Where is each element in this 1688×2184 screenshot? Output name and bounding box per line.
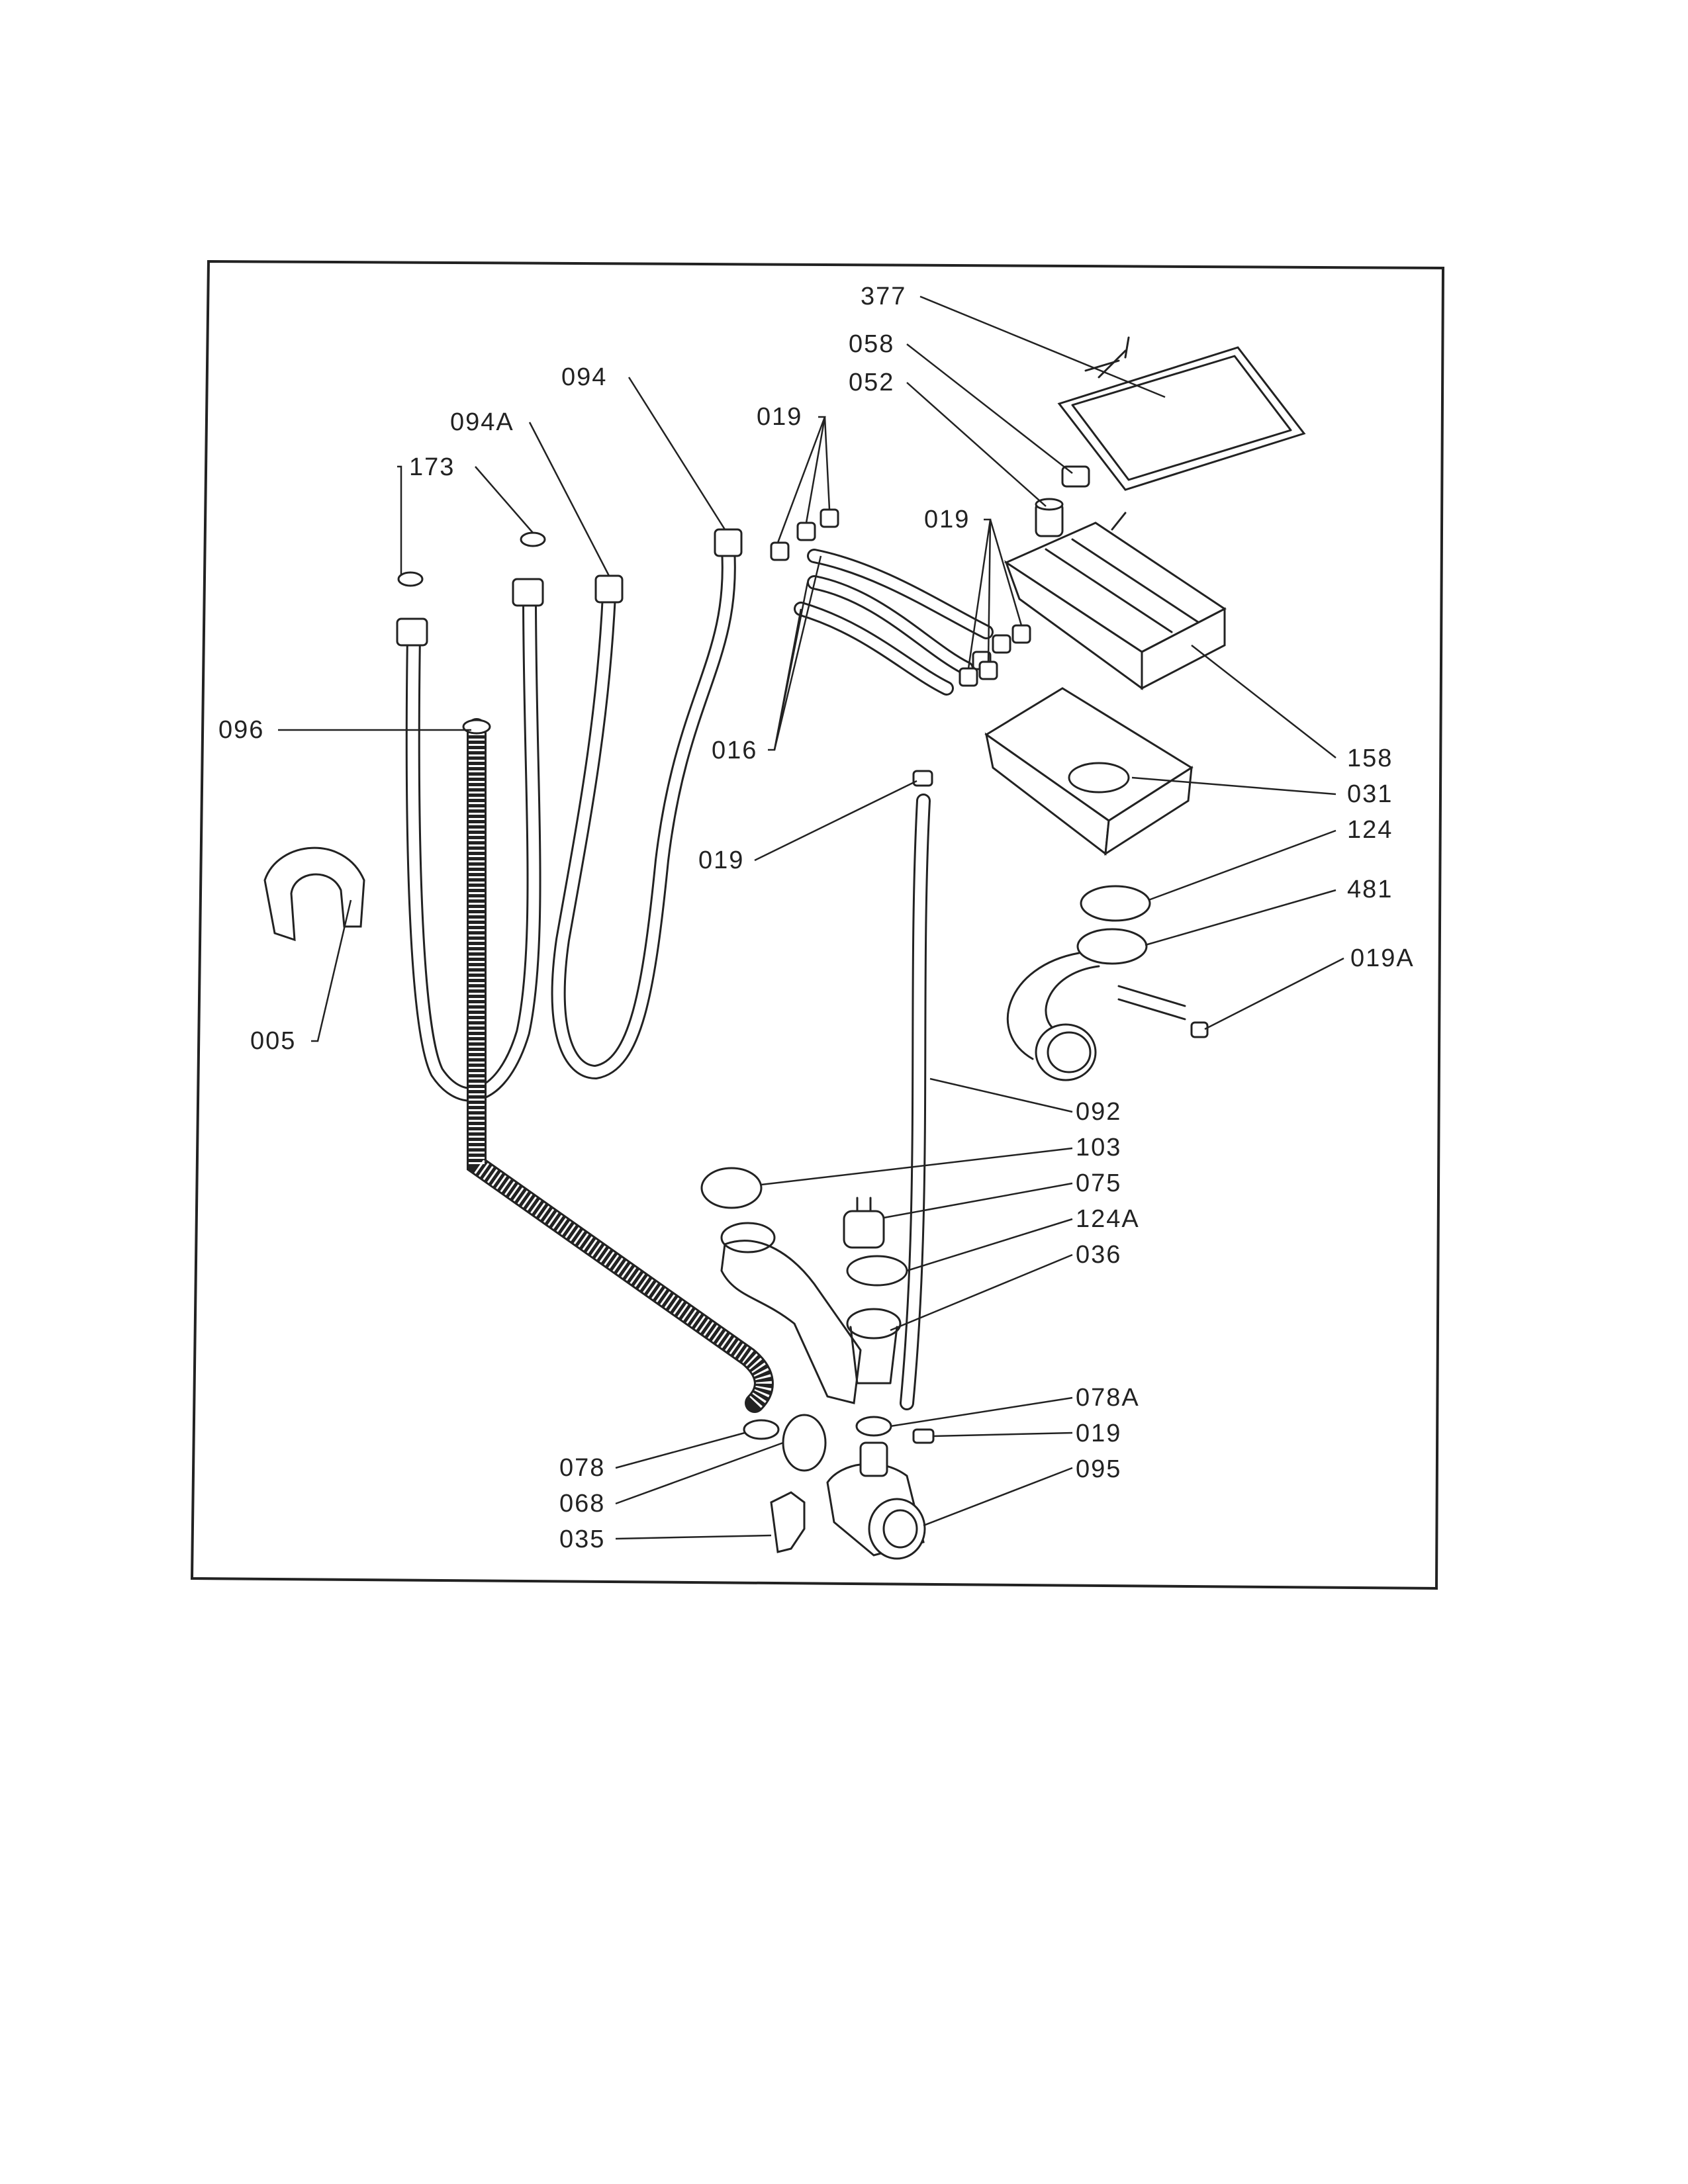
label-078: 078 <box>559 1454 605 1482</box>
small-clip-019-lower <box>912 1428 935 1444</box>
label-019A: 019A <box>1350 944 1415 972</box>
bellows-clamp <box>1080 885 1151 922</box>
dispenser-drawer <box>1004 512 1227 690</box>
bellows-gasket <box>1076 928 1148 965</box>
label-078A: 078A <box>1076 1384 1140 1412</box>
label-377: 377 <box>861 283 906 310</box>
cap-103 <box>700 1167 763 1209</box>
gasket-068 <box>782 1414 827 1472</box>
label-094A: 094A <box>450 408 514 436</box>
diagram-frame <box>190 259 1445 1590</box>
label-068: 068 <box>559 1490 605 1518</box>
label-095: 095 <box>1076 1455 1121 1483</box>
label-092: 092 <box>1076 1098 1121 1126</box>
hose-clamp-078 <box>743 1419 780 1440</box>
leader-lines <box>278 295 1344 1540</box>
small-clip-019A <box>1190 1021 1209 1038</box>
label-124: 124 <box>1347 816 1393 844</box>
label-158: 158 <box>1347 745 1393 772</box>
pump-bracket-035 <box>770 1491 806 1553</box>
cylinder-part <box>1035 498 1064 537</box>
label-035: 035 <box>559 1525 605 1553</box>
label-052: 052 <box>849 369 894 396</box>
long-thin-hose <box>900 770 933 1410</box>
label-173: 173 <box>409 453 455 481</box>
top-cover-plate <box>1057 336 1306 491</box>
label-019-pump: 019 <box>1076 1420 1121 1447</box>
label-019-top: 019 <box>757 403 802 431</box>
sump-hose-036 <box>720 1222 908 1404</box>
label-124A: 124A <box>1076 1205 1140 1233</box>
label-103: 103 <box>1076 1134 1121 1161</box>
label-005: 005 <box>250 1027 296 1055</box>
hose-guide-bracket <box>263 846 365 942</box>
label-031: 031 <box>1347 780 1393 808</box>
label-016: 016 <box>712 737 757 764</box>
label-036: 036 <box>1076 1241 1121 1269</box>
label-096: 096 <box>218 716 264 744</box>
pressure-switch-075 <box>843 1197 885 1249</box>
hose-clamp-078A <box>855 1416 892 1437</box>
drain-hose-corrugated <box>462 718 774 1413</box>
dispenser-housing <box>984 687 1194 856</box>
label-019-mid: 019 <box>924 506 970 533</box>
short-connector-hoses <box>770 508 1031 696</box>
label-019-hose: 019 <box>698 846 744 874</box>
inlet-hoses <box>396 528 743 1102</box>
label-481: 481 <box>1347 876 1393 903</box>
drain-pump-095 <box>826 1441 926 1560</box>
label-058: 058 <box>849 330 894 358</box>
label-094: 094 <box>561 363 607 391</box>
label-075: 075 <box>1076 1169 1121 1197</box>
bellows-hose <box>1007 952 1186 1081</box>
part-labels: 377 058 052 094 094A 173 019 019 096 016… <box>218 283 1415 1553</box>
